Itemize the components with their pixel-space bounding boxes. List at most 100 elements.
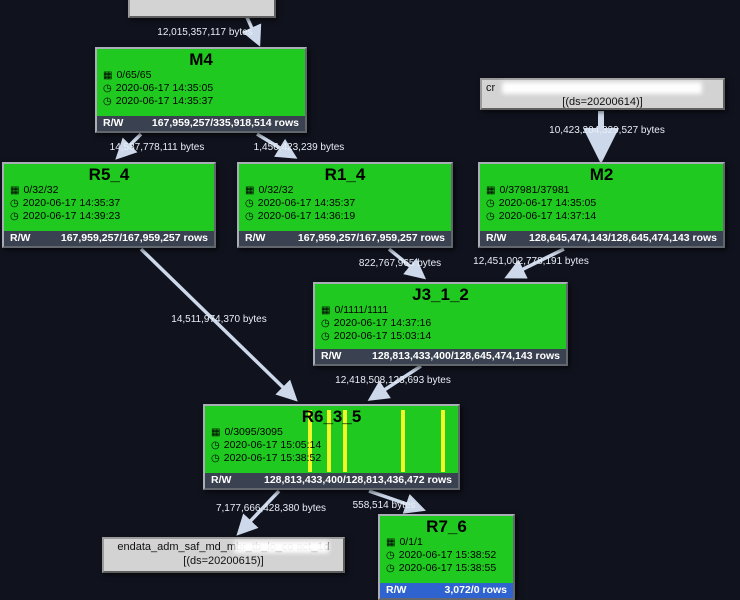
- task-count-line: ▦0/3095/3095: [205, 426, 458, 439]
- node-title: J3_1_2: [412, 285, 469, 304]
- table-name: cr: [486, 82, 496, 94]
- clock-icon: ◷: [10, 211, 19, 222]
- end-time-line: ◷2020-06-17 15:38:52: [205, 452, 458, 465]
- end-time: 2020-06-17 15:03:14: [333, 330, 432, 342]
- edge-bytes-label: 12,418,508,123,693 bytes: [335, 375, 451, 386]
- progress-stripe: [441, 410, 445, 472]
- rw-label: R/W: [321, 350, 342, 362]
- rows-count: 167,959,257/335,918,514 rows: [151, 117, 299, 129]
- start-time-line: ◷2020-06-17 14:35:05: [97, 82, 305, 95]
- node-title: R5_4: [88, 165, 130, 184]
- task-count-line: ▦0/1111/1111: [315, 304, 566, 317]
- task-count: 0/3095/3095: [224, 426, 283, 438]
- partition-label: [(ds=20200615)]: [134, 0, 270, 1]
- clock-icon: ◷: [211, 440, 220, 451]
- end-time: 2020-06-17 15:38:55: [398, 562, 497, 574]
- end-time: 2020-06-17 14:36:19: [257, 210, 356, 222]
- end-time: 2020-06-17 14:35:37: [115, 95, 214, 107]
- task-count: 0/1/1: [399, 536, 423, 548]
- clock-icon: ◷: [245, 198, 254, 209]
- tasks-icon: ▦: [211, 427, 221, 438]
- clock-icon: ◷: [321, 331, 330, 342]
- rows-count: 128,813,433,400/128,813,436,472 rows: [264, 474, 452, 486]
- node-rw-footer: R/W 167,959,257/167,959,257 rows: [239, 231, 451, 246]
- dag-node-R1_4[interactable]: R1_4 ▦0/32/32 ◷2020-06-17 14:35:37 ◷2020…: [237, 162, 453, 248]
- rw-label: R/W: [386, 584, 407, 596]
- start-time: 2020-06-17 15:38:52: [398, 549, 497, 561]
- task-count-line: ▦0/1/1: [380, 536, 513, 549]
- input-table-node-right[interactable]: cr [(ds=20200614)]: [480, 78, 725, 110]
- task-count-line: ▦0/65/65: [97, 69, 305, 82]
- dag-node-R6_3_5[interactable]: R6_3_5 ▦0/3095/3095 ◷2020-06-17 15:05:14…: [203, 404, 460, 490]
- edge-bytes-label: 12,451,002,778,191 bytes: [473, 256, 589, 267]
- clock-icon: ◷: [386, 563, 395, 574]
- end-time: 2020-06-17 15:38:52: [223, 452, 322, 464]
- start-time-line: ◷2020-06-17 15:05:14: [205, 439, 458, 452]
- clock-icon: ◷: [486, 198, 495, 209]
- end-time-line: ◷2020-06-17 15:03:14: [315, 330, 566, 343]
- tasks-icon: ▦: [321, 305, 331, 316]
- edge-bytes-label: 7,177,666,428,380 bytes: [215, 503, 327, 514]
- tasks-icon: ▦: [486, 185, 496, 196]
- start-time-line: ◷2020-06-17 14:35:05: [480, 197, 723, 210]
- tasks-icon: ▦: [245, 185, 255, 196]
- task-count-line: ▦0/37981/37981: [480, 184, 723, 197]
- redaction-blur: [502, 82, 702, 94]
- end-time-line: ◷2020-06-17 14:39:23: [4, 210, 214, 223]
- end-time: 2020-06-17 14:37:14: [498, 210, 597, 222]
- start-time: 2020-06-17 14:35:37: [22, 197, 121, 209]
- start-time: 2020-06-17 15:05:14: [223, 439, 322, 451]
- edge-bytes-label: 14,587,778,111 bytes: [109, 142, 205, 153]
- output-table-node[interactable]: endata_adm_saf_md_mbr_tb_lo_co act_1d [(…: [102, 537, 345, 573]
- tasks-icon: ▦: [103, 70, 113, 81]
- end-time-line: ◷2020-06-17 14:35:37: [97, 95, 305, 108]
- node-title: R1_4: [324, 165, 366, 184]
- rw-label: R/W: [103, 117, 124, 129]
- clock-icon: ◷: [321, 318, 330, 329]
- task-count-line: ▦0/32/32: [239, 184, 451, 197]
- task-count: 0/1111/1111: [334, 304, 389, 316]
- node-rw-footer: R/W 167,959,257/335,918,514 rows: [97, 116, 305, 131]
- start-time: 2020-06-17 14:37:16: [333, 317, 432, 329]
- end-time: 2020-06-17 14:39:23: [22, 210, 121, 222]
- redaction-blur: [234, 541, 329, 553]
- edge-bytes-label: 1,456,423,239 bytes: [253, 142, 345, 153]
- partition-label: [(ds=20200614)]: [562, 96, 643, 108]
- end-time-line: ◷2020-06-17 14:36:19: [239, 210, 451, 223]
- progress-stripe: [343, 410, 347, 472]
- node-rw-footer: R/W 128,813,433,400/128,813,436,472 rows: [205, 473, 458, 488]
- rows-count: 128,645,474,143/128,645,474,143 rows: [529, 232, 717, 244]
- edge-bytes-label: 12,015,357,117 bytes: [157, 27, 253, 38]
- rw-label: R/W: [211, 474, 232, 486]
- task-count: 0/32/32: [258, 184, 294, 196]
- start-time-line: ◷2020-06-17 14:37:16: [315, 317, 566, 330]
- progress-stripe: [308, 410, 312, 472]
- rw-label: R/W: [245, 232, 266, 244]
- dag-node-R5_4[interactable]: R5_4 ▦0/32/32 ◷2020-06-17 14:35:37 ◷2020…: [2, 162, 216, 248]
- edge-bytes-label: 822,767,965 bytes: [358, 258, 442, 269]
- rows-count: 3,072/0 rows: [444, 584, 507, 596]
- dag-node-J3_1_2[interactable]: J3_1_2 ▦0/1111/1111 ◷2020-06-17 14:37:16…: [313, 282, 568, 366]
- node-title: M2: [589, 165, 614, 184]
- end-time-line: ◷2020-06-17 15:38:55: [380, 562, 513, 575]
- clock-icon: ◷: [486, 211, 495, 222]
- node-rw-footer: R/W 128,645,474,143/128,645,474,143 rows: [480, 231, 723, 246]
- clock-icon: ◷: [245, 211, 254, 222]
- start-time: 2020-06-17 14:35:37: [257, 197, 356, 209]
- rows-count: 167,959,257/167,959,257 rows: [297, 232, 445, 244]
- dag-node-M2[interactable]: M2 ▦0/37981/37981 ◷2020-06-17 14:35:05 ◷…: [478, 162, 725, 248]
- dag-node-R7_6[interactable]: R7_6 ▦0/1/1 ◷2020-06-17 15:38:52 ◷2020-0…: [378, 514, 515, 600]
- progress-stripe: [401, 410, 405, 472]
- rw-label: R/W: [486, 232, 507, 244]
- tasks-icon: ▦: [386, 537, 396, 548]
- clock-icon: ◷: [211, 453, 220, 464]
- node-title: M4: [189, 50, 213, 69]
- dag-node-M4[interactable]: M4 ▦0/65/65 ◷2020-06-17 14:35:05 ◷2020-0…: [95, 47, 307, 133]
- input-table-node-top[interactable]: [(ds=20200615)]: [128, 0, 276, 18]
- progress-stripe: [327, 410, 331, 472]
- rows-count: 128,813,433,400/128,645,474,143 rows: [372, 350, 560, 362]
- task-count: 0/65/65: [116, 69, 152, 81]
- end-time-line: ◷2020-06-17 14:37:14: [480, 210, 723, 223]
- rows-count: 167,959,257/167,959,257 rows: [60, 232, 208, 244]
